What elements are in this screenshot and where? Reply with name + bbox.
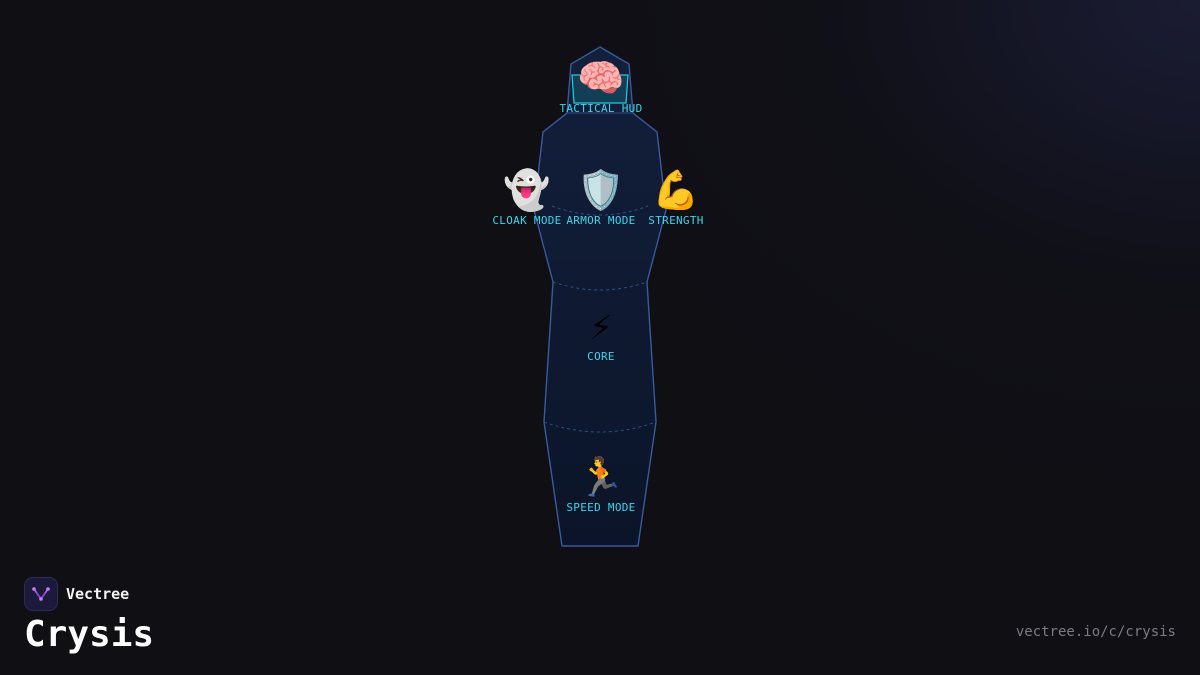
vectree-logo-icon[interactable]: [24, 577, 58, 611]
ghost-icon: 👻: [503, 168, 551, 212]
hip-seam: [543, 421, 657, 433]
node-core[interactable]: ⚡ CORE: [587, 304, 615, 363]
node-label: STRENGTH: [648, 214, 704, 227]
chest-seam: [551, 205, 649, 216]
brain-icon: 🧠: [577, 56, 625, 100]
node-strength[interactable]: 💪 STRENGTH: [648, 168, 703, 227]
lightning-icon: ⚡: [589, 304, 613, 348]
node-label: ARMOR MODE: [566, 214, 636, 227]
helmet-visor: [571, 74, 629, 104]
node-tactical-hud[interactable]: 🧠 TACTICAL HUD: [559, 56, 642, 115]
brand-name: Vectree: [66, 585, 130, 603]
node-cloak-mode[interactable]: 👻 CLOAK MODE: [492, 168, 561, 227]
node-armor-mode[interactable]: 🛡️ ARMOR MODE: [566, 168, 635, 227]
waist-seam: [552, 281, 648, 291]
node-label: CLOAK MODE: [492, 214, 562, 227]
node-label: SPEED MODE: [566, 501, 636, 514]
runner-icon: 🏃: [577, 455, 625, 499]
brand-row: Vectree: [24, 577, 154, 611]
page-title: Crysis: [24, 614, 155, 655]
node-label: TACTICAL HUD: [559, 102, 643, 115]
node-label: CORE: [587, 350, 615, 363]
flexed-biceps-icon: 💪: [652, 168, 700, 212]
shield-icon: 🛡️: [577, 168, 625, 212]
vectree-logo-mark: [32, 587, 50, 601]
suit-outline: [533, 46, 667, 547]
source-url-link[interactable]: vectree.io/c/crysis: [1015, 624, 1176, 640]
brand-block: Vectree Crysis: [24, 577, 154, 657]
node-speed-mode[interactable]: 🏃 SPEED MODE: [566, 455, 635, 514]
